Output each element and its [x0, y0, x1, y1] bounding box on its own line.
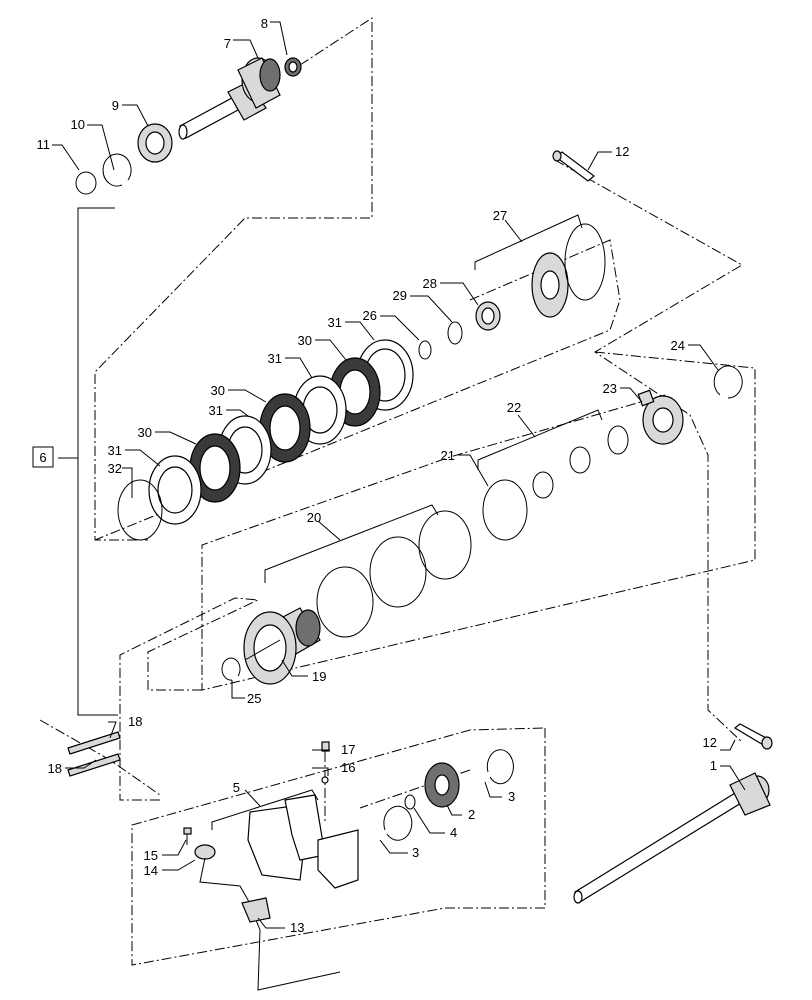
- ring-29: [447, 321, 463, 345]
- callout-31-a: 31: [328, 315, 342, 330]
- callout-4: 4: [450, 825, 457, 840]
- bearing-2: [424, 762, 460, 808]
- callout-28: 28: [423, 276, 437, 291]
- group-bracket-6: 6: [32, 207, 118, 716]
- housing-23: [637, 389, 684, 445]
- valve-plates-5: [247, 794, 359, 889]
- callout-5: 5: [233, 780, 240, 795]
- callout-18-a: 18: [128, 714, 142, 729]
- piston-27: [531, 223, 606, 318]
- washer-16: [321, 776, 329, 784]
- snap-ring-26: [418, 340, 432, 360]
- output-shaft-1: [573, 772, 771, 904]
- snap-ring-24: [713, 365, 743, 399]
- clutch-pack: [148, 339, 414, 525]
- callout-3-a: 3: [508, 789, 515, 804]
- callout-21: 21: [441, 448, 455, 463]
- callout-7: 7: [224, 36, 231, 51]
- spring-28: [475, 301, 501, 331]
- seal-9: [137, 123, 173, 163]
- snap-ring-11: [75, 171, 97, 195]
- bracket-13: [241, 897, 271, 923]
- snap-ring-32: [117, 479, 163, 541]
- bolt-15: [183, 827, 192, 845]
- callout-27: 27: [493, 208, 507, 223]
- snap-ring-10: [102, 153, 132, 187]
- snap-ring-3-bottom: [383, 805, 413, 841]
- callout-30-a: 30: [298, 333, 312, 348]
- callout-23: 23: [603, 381, 617, 396]
- callout-12-bottom: 12: [703, 735, 717, 750]
- callout-22: 22: [507, 400, 521, 415]
- callout-box-6: [32, 446, 54, 468]
- callout-12-top: 12: [615, 144, 629, 159]
- callout-10: 10: [71, 117, 85, 132]
- callout-3-b: 3: [412, 845, 419, 860]
- assembly-boundaries: [39, 17, 756, 966]
- callout-25: 25: [247, 691, 261, 706]
- callout-8: 8: [261, 16, 268, 31]
- snap-ring-3-top: [486, 749, 514, 785]
- callout-32: 32: [108, 461, 122, 476]
- seal-ring-21: [482, 479, 528, 541]
- callout-15: 15: [144, 848, 158, 863]
- callout-14: 14: [144, 863, 158, 878]
- callout-labels: 7 8 9 10 11 12 27 28 29 26 31 30 31 30 3…: [37, 16, 718, 935]
- callout-1: 1: [710, 758, 717, 773]
- ring-4: [404, 794, 416, 810]
- seal-rings-20: [316, 510, 472, 638]
- callout-18-b: 18: [48, 761, 62, 776]
- bolt-17: [321, 741, 330, 762]
- callout-11: 11: [37, 137, 51, 152]
- callout-2: 2: [468, 807, 475, 822]
- leader-lines: [52, 21, 746, 929]
- pins-18: [67, 731, 121, 777]
- callout-26: 26: [363, 308, 377, 323]
- callout-13: 13: [290, 920, 304, 935]
- tube-14: [194, 844, 341, 991]
- snap-ring-25: [221, 657, 241, 681]
- bolt-12-bottom: [733, 723, 773, 750]
- callout-20: 20: [307, 510, 321, 525]
- input-shaft-7: [178, 57, 281, 140]
- clutch-drum-19: [243, 607, 321, 685]
- callout-31-b: 31: [268, 351, 282, 366]
- callout-17: 17: [341, 742, 355, 757]
- callout-9: 9: [112, 98, 119, 113]
- callout-31-d: 31: [108, 443, 122, 458]
- callout-30-c: 30: [138, 425, 152, 440]
- callout-29: 29: [393, 288, 407, 303]
- callout-30-b: 30: [211, 383, 225, 398]
- callout-16: 16: [341, 760, 355, 775]
- callout-24: 24: [671, 338, 685, 353]
- callout-31-c: 31: [209, 403, 223, 418]
- callout-19: 19: [312, 669, 326, 684]
- seal-rings-22: [532, 425, 629, 499]
- callout-6: 6: [39, 450, 46, 465]
- bearing-8: [284, 57, 302, 77]
- bolt-12-top: [552, 150, 595, 182]
